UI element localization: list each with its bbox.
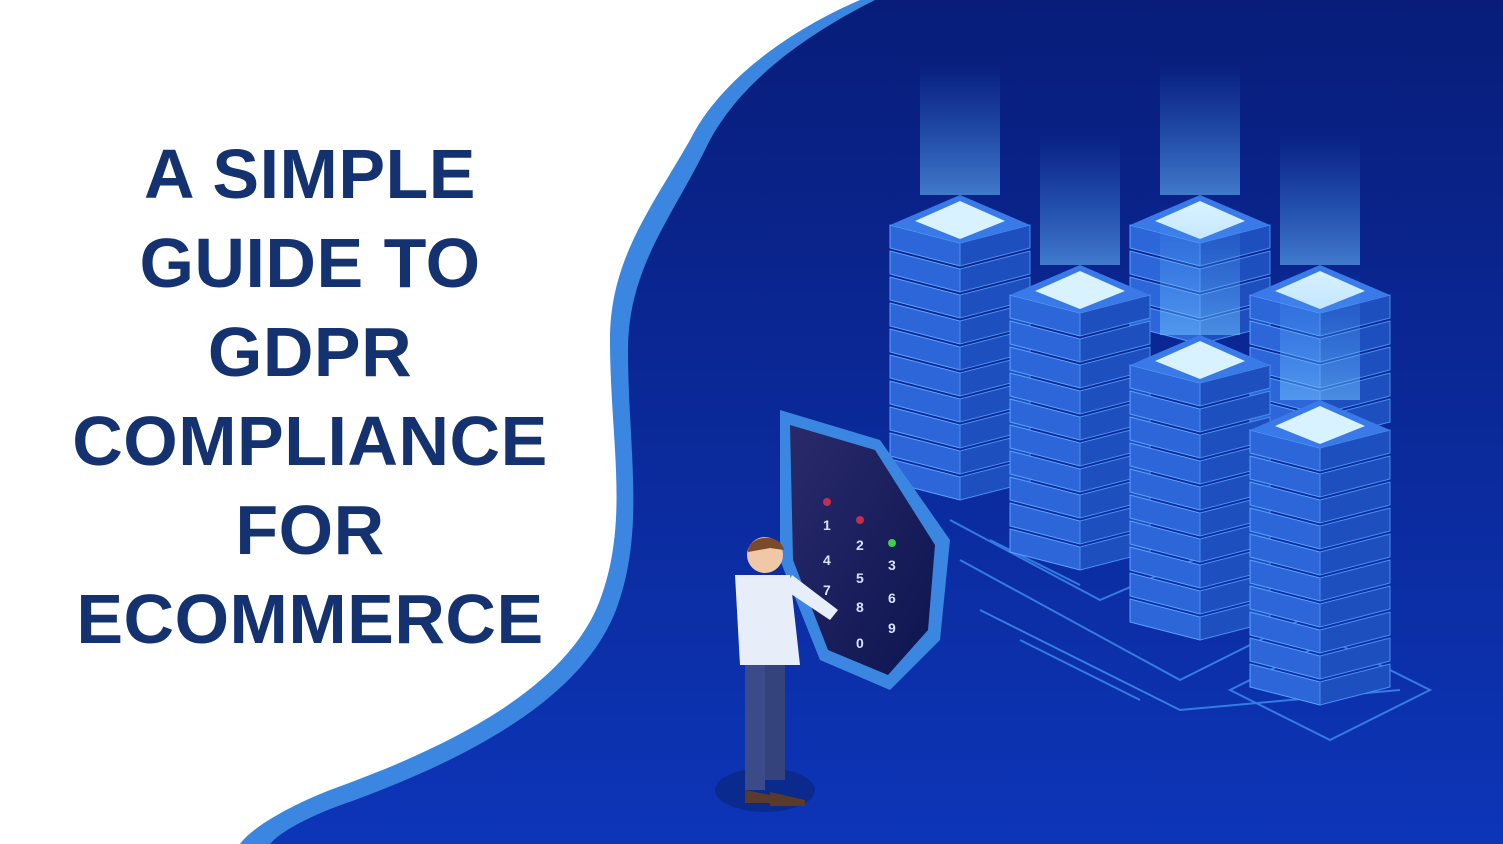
title-line: A SIMPLE [144,135,476,213]
keypad-key: 2 [856,537,864,553]
keypad-key: 1 [823,517,831,533]
keypad-key: 8 [856,599,864,615]
status-indicator [856,516,864,524]
server-rack [1249,270,1391,706]
title-line: COMPLIANCE [72,402,548,480]
keypad-key: 7 [823,582,831,598]
title-line: FOR [235,491,385,569]
person-figure [715,537,838,812]
server-racks [889,65,1391,706]
status-indicator [823,498,831,506]
title-line: GUIDE TO [139,224,481,302]
title-line: ECOMMERCE [76,580,544,658]
keypad-key: 5 [856,570,864,586]
keypad-key: 3 [888,557,896,573]
status-indicator [888,539,896,547]
server-rack [1009,135,1151,571]
circuit-lines [949,519,1433,742]
keypad-key: 9 [888,620,896,636]
keypad-key: 0 [856,635,864,651]
title-line: GDPR [207,313,413,391]
keypad-key: 6 [888,590,896,606]
server-rack [889,65,1031,501]
page-title: A SIMPLE GUIDE TO GDPR COMPLIANCE FOR EC… [40,130,580,664]
keypad-key: 4 [823,552,831,568]
shield-keypad: 1 2 3 4 5 6 7 8 9 0 [823,498,896,651]
